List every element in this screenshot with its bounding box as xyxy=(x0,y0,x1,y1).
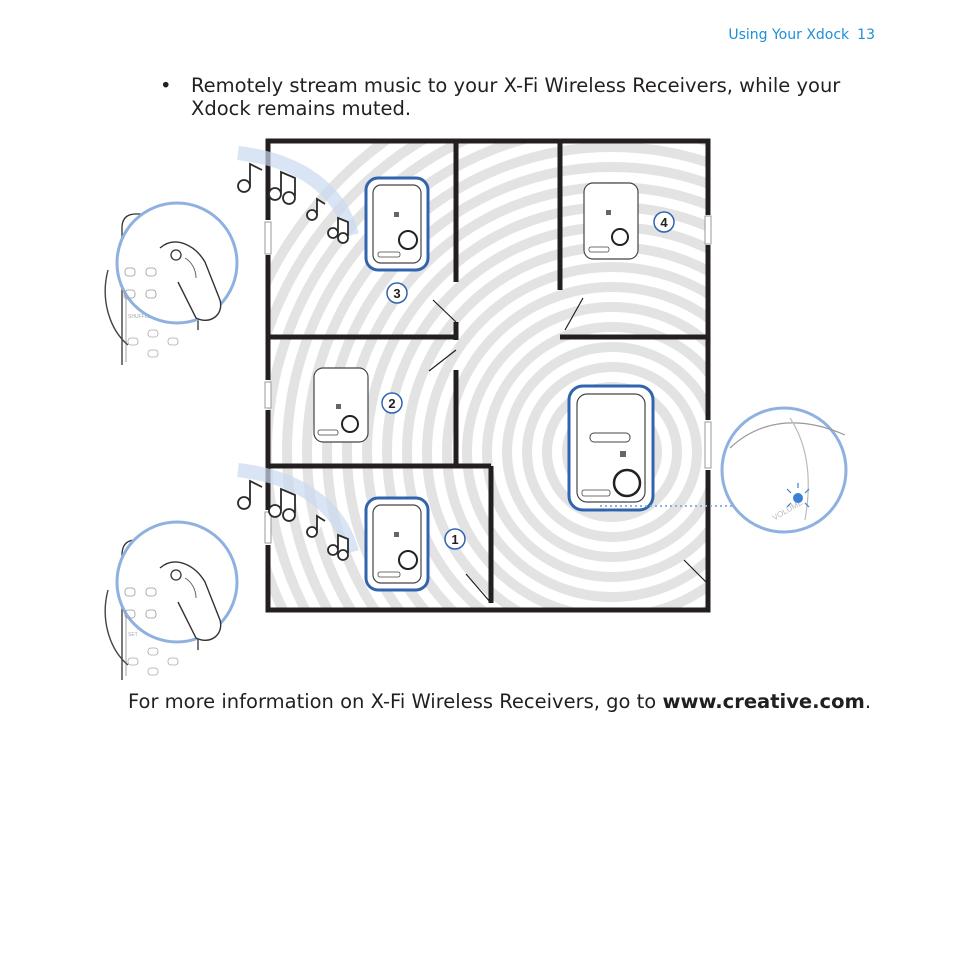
receiver-4 xyxy=(583,182,639,260)
svg-text:2: 2 xyxy=(388,396,395,411)
xdock-unit xyxy=(567,384,655,512)
doors xyxy=(428,297,707,604)
callout-2: 2 xyxy=(381,392,403,414)
music-note-icon xyxy=(237,479,263,510)
music-note-icon xyxy=(306,197,326,221)
music-note-icon xyxy=(268,487,296,522)
svg-text:SET: SET xyxy=(128,632,138,638)
music-note-icon xyxy=(327,533,349,561)
svg-text:4: 4 xyxy=(660,215,668,230)
volume-zoom-circle: VOLUME xyxy=(720,406,848,534)
music-note-icon xyxy=(268,170,296,205)
bullet-marker: • xyxy=(160,74,172,97)
hand-pressing-button-lower: SET xyxy=(104,520,239,666)
footer-text: For more information on X-Fi Wireless Re… xyxy=(128,690,663,713)
footer-note: For more information on X-Fi Wireless Re… xyxy=(128,690,871,713)
website-link[interactable]: www.creative.com xyxy=(662,690,865,713)
volume-led-icon xyxy=(786,483,810,508)
running-header: Using Your Xdock 13 xyxy=(728,27,875,43)
hand-pressing-button-upper xyxy=(104,201,239,346)
house-windows xyxy=(264,215,712,544)
section-title: Using Your Xdock xyxy=(728,27,850,43)
receiver-3 xyxy=(364,176,430,272)
callout-4: 4 xyxy=(653,211,675,233)
svg-text:1: 1 xyxy=(451,532,458,547)
footer-suffix: . xyxy=(864,690,872,713)
music-stream-lower xyxy=(237,463,359,561)
bullet-text: Remotely stream music to your X-Fi Wirel… xyxy=(191,74,841,120)
receiver-2 xyxy=(313,367,369,443)
callout-3: 3 xyxy=(386,282,408,304)
callout-1: 1 xyxy=(444,528,466,550)
music-note-icon xyxy=(237,162,263,193)
music-note-icon xyxy=(327,216,349,244)
svg-text:SHUFFLE: SHUFFLE xyxy=(128,314,151,320)
music-note-icon xyxy=(306,514,326,538)
receiver-1 xyxy=(364,496,430,592)
svg-text:3: 3 xyxy=(393,286,400,301)
wireless-signal-rings xyxy=(268,141,708,610)
page-number: 13 xyxy=(857,27,875,43)
house-walls xyxy=(265,138,711,613)
music-stream-upper xyxy=(237,146,359,244)
